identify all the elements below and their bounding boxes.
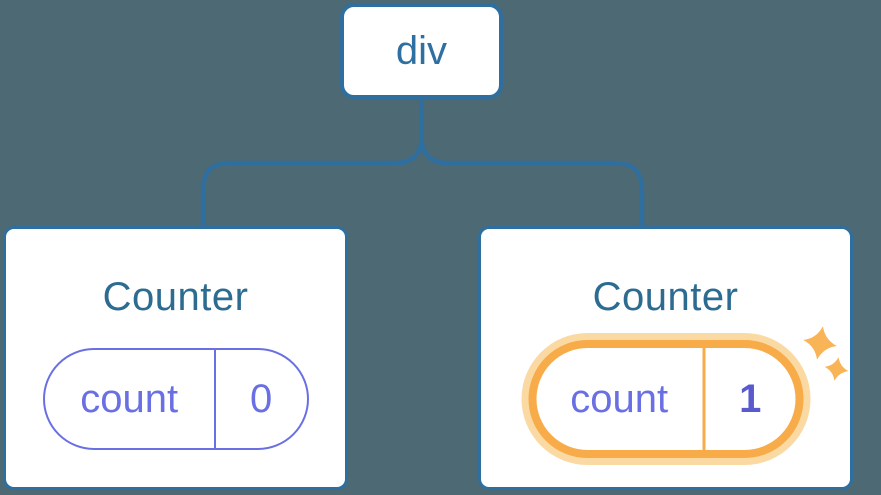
state-key-cell: count bbox=[45, 350, 216, 448]
state-value-cell: 1 bbox=[705, 348, 795, 450]
state-value-cell: 0 bbox=[216, 350, 307, 448]
component-title: Counter bbox=[592, 275, 739, 319]
connector-right-branch bbox=[419, 136, 645, 227]
component-title: Counter bbox=[102, 275, 249, 319]
state-key-cell: count bbox=[536, 348, 706, 450]
root-node-label: div bbox=[395, 28, 448, 73]
state-pill: count 0 bbox=[42, 348, 309, 450]
state-key-label: count bbox=[80, 376, 179, 421]
connector-left-branch bbox=[200, 136, 424, 227]
sparkle-icon bbox=[803, 326, 849, 381]
state-key-label: count bbox=[570, 376, 669, 421]
counter-card-updated: Counter count 1 bbox=[478, 226, 853, 490]
state-pill-highlighted: count 1 bbox=[528, 340, 803, 458]
state-value-label: 0 bbox=[250, 376, 273, 421]
counter-card-initial: Counter count 0 bbox=[3, 226, 348, 490]
root-node-div: div bbox=[340, 3, 503, 99]
state-value-label: 1 bbox=[739, 376, 762, 421]
